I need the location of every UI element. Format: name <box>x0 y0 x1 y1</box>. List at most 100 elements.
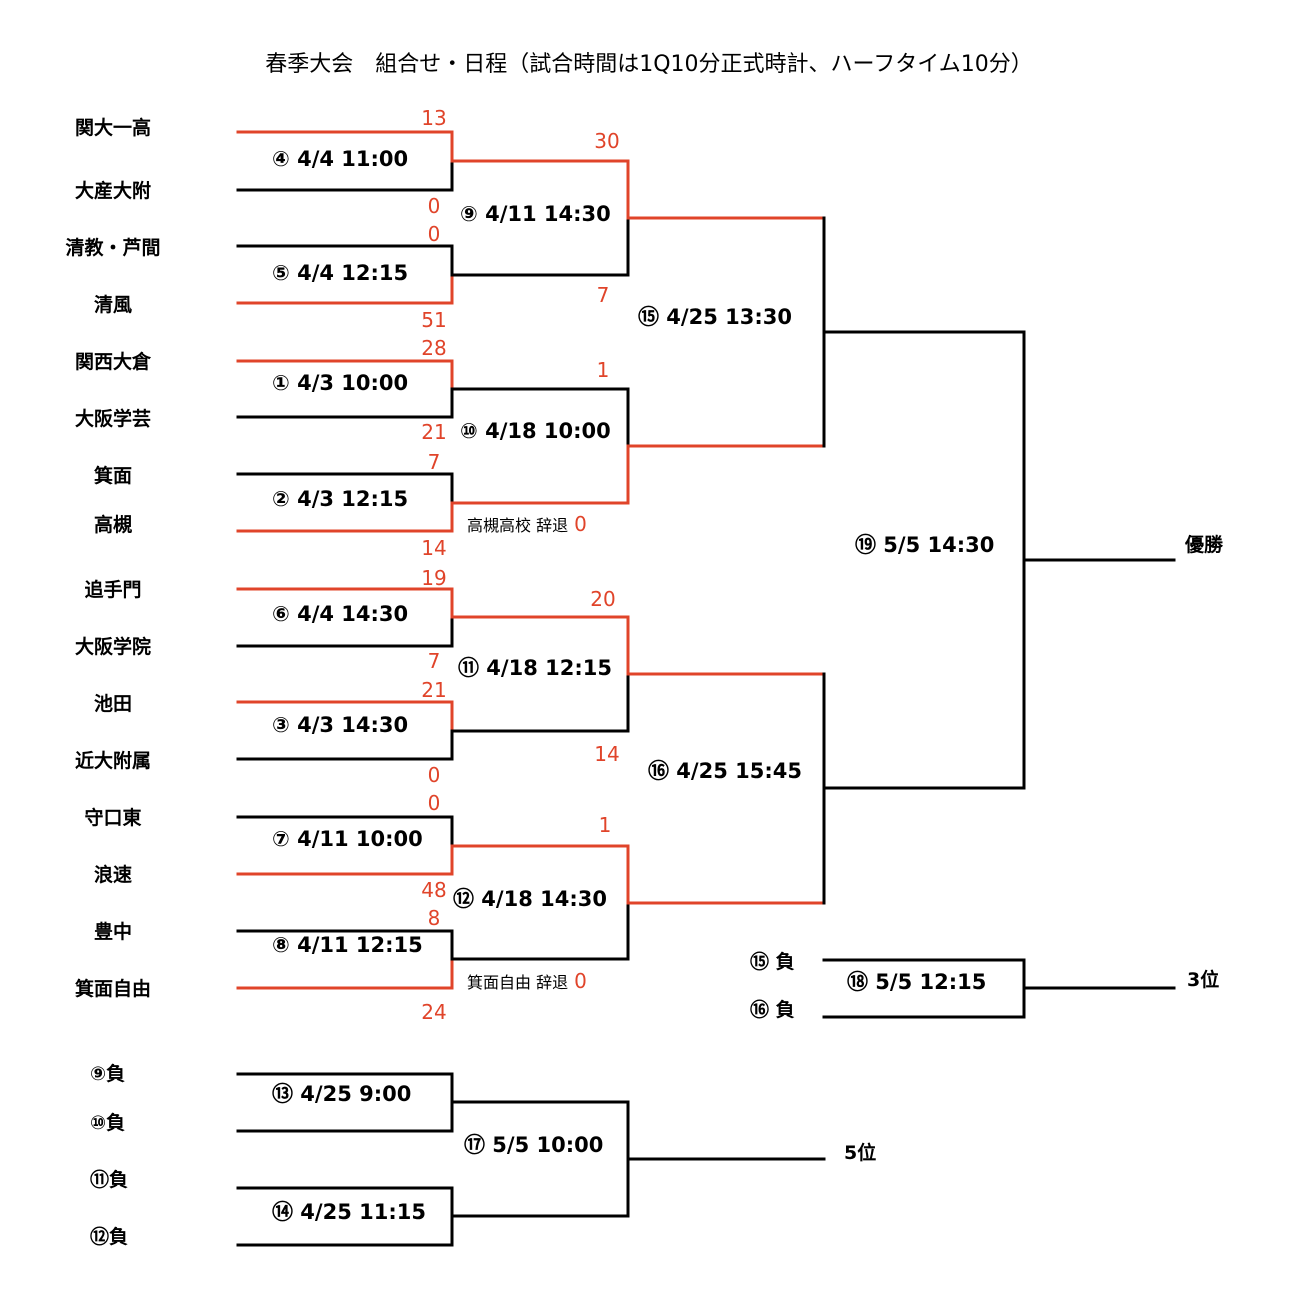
match-label-7: ⑦ 4/11 10:00 <box>272 827 423 851</box>
score: 7 <box>427 450 441 474</box>
score: 1 <box>596 358 610 382</box>
score: 0 <box>427 194 441 218</box>
bracket-line <box>236 587 454 620</box>
bracket-line <box>450 672 630 733</box>
team-name: 関大一高 <box>74 117 151 139</box>
match-label-8: ⑧ 4/11 12:15 <box>272 933 423 957</box>
loser-label: ⑮ 負 <box>750 951 795 973</box>
bracket-line <box>450 1100 630 1218</box>
third-place-label: 3位 <box>1187 969 1220 991</box>
team-name: 清教・芦間 <box>65 237 161 259</box>
bracket-line <box>236 815 454 848</box>
score: 30 <box>594 129 620 153</box>
team-name: 追手門 <box>84 579 142 601</box>
bracket-line <box>236 159 454 192</box>
bracket-line <box>236 472 454 505</box>
bracket-line <box>450 844 630 905</box>
bracket-line <box>236 130 454 163</box>
bracket-line <box>450 387 630 448</box>
team-name: 近大附属 <box>74 750 151 772</box>
bracket-line <box>236 844 454 876</box>
bracket-line <box>236 700 454 733</box>
score: 14 <box>594 742 620 766</box>
score: 21 <box>421 678 447 702</box>
bracket-line <box>236 273 454 305</box>
champion-label: 優勝 <box>1185 534 1224 556</box>
match-label-2: ② 4/3 12:15 <box>272 487 409 511</box>
match-label-13: ⑬ 4/25 9:00 <box>272 1082 412 1106</box>
team-name: 関西大倉 <box>74 351 151 373</box>
team-name: 箕面 <box>93 465 132 487</box>
fifth-place-label: 5位 <box>844 1142 877 1164</box>
score: 8 <box>427 906 441 930</box>
score: 48 <box>421 878 447 902</box>
score: 13 <box>421 106 447 130</box>
bracket-line <box>236 501 454 533</box>
bracket-line <box>236 958 454 990</box>
score: 7 <box>596 283 610 307</box>
match-label-18: ⑱ 5/5 12:15 <box>847 970 987 994</box>
bracket-line <box>450 615 630 676</box>
team-name: 浪速 <box>93 864 132 886</box>
score: 51 <box>421 308 447 332</box>
score: 0 <box>427 791 441 815</box>
bracket-line <box>822 330 1026 790</box>
team-name: 箕面自由 <box>74 978 151 1000</box>
loser-label: ⑩負 <box>90 1112 126 1134</box>
score: 1 <box>598 813 612 837</box>
loser-label: ⑫負 <box>90 1226 129 1248</box>
bracket-line <box>236 929 454 962</box>
match-label-12: ⑫ 4/18 14:30 <box>453 887 607 911</box>
match-label-17: ⑰ 5/5 10:00 <box>464 1133 604 1157</box>
bracket-line <box>236 387 454 419</box>
bracket-line <box>236 359 454 391</box>
bracket-line <box>626 330 826 448</box>
loser-label: ⑨負 <box>90 1063 126 1085</box>
bracket-line <box>450 444 630 505</box>
score: 0 <box>427 222 441 246</box>
loser-label: ⑯ 負 <box>750 999 795 1021</box>
match-label-11: ⑪ 4/18 12:15 <box>458 656 612 680</box>
score: 19 <box>421 566 447 590</box>
page-title: 春季大会 組合せ・日程（試合時間は1Q10分正式時計、ハーフタイム10分） <box>265 52 1033 77</box>
match-label-10: ⑩ 4/18 10:00 <box>460 419 611 443</box>
withdrawal-score: 0 <box>574 512 587 536</box>
match-label-4: ④ 4/4 11:00 <box>272 147 409 171</box>
match-label-5: ⑤ 4/4 12:15 <box>272 261 409 285</box>
bracket-line <box>236 616 454 648</box>
score: 20 <box>590 587 616 611</box>
bracket-line <box>236 244 454 277</box>
score: 28 <box>421 336 447 360</box>
team-name: 大阪学院 <box>74 636 151 658</box>
match-label-19: ⑲ 5/5 14:30 <box>855 533 995 557</box>
team-name: 大産大附 <box>74 180 151 202</box>
bracket-line <box>450 901 630 961</box>
team-name: 池田 <box>93 693 132 715</box>
score: 0 <box>427 763 441 787</box>
match-label-1: ① 4/3 10:00 <box>272 371 409 395</box>
bracket-line <box>236 729 454 761</box>
team-name: 大阪学芸 <box>74 408 151 430</box>
match-label-15: ⑮ 4/25 13:30 <box>638 305 792 329</box>
team-name: 守口東 <box>84 807 142 829</box>
match-label-6: ⑥ 4/4 14:30 <box>272 602 409 626</box>
team-name: 清風 <box>93 294 132 316</box>
bracket-line <box>450 216 630 277</box>
team-name: 豊中 <box>93 921 132 943</box>
score: 14 <box>421 536 447 560</box>
bracket-line <box>626 786 826 905</box>
match-label-9: ⑨ 4/11 14:30 <box>460 202 611 226</box>
withdrawal-score: 0 <box>574 969 587 993</box>
bracket-line <box>450 159 630 220</box>
match-label-3: ③ 4/3 14:30 <box>272 713 409 737</box>
score: 7 <box>427 649 441 673</box>
match-label-16: ⑯ 4/25 15:45 <box>648 759 802 783</box>
team-name: 高槻 <box>93 514 132 536</box>
score: 24 <box>421 1000 447 1024</box>
score: 21 <box>421 420 447 444</box>
loser-label: ⑪負 <box>90 1169 129 1191</box>
match-label-14: ⑭ 4/25 11:15 <box>272 1200 426 1224</box>
